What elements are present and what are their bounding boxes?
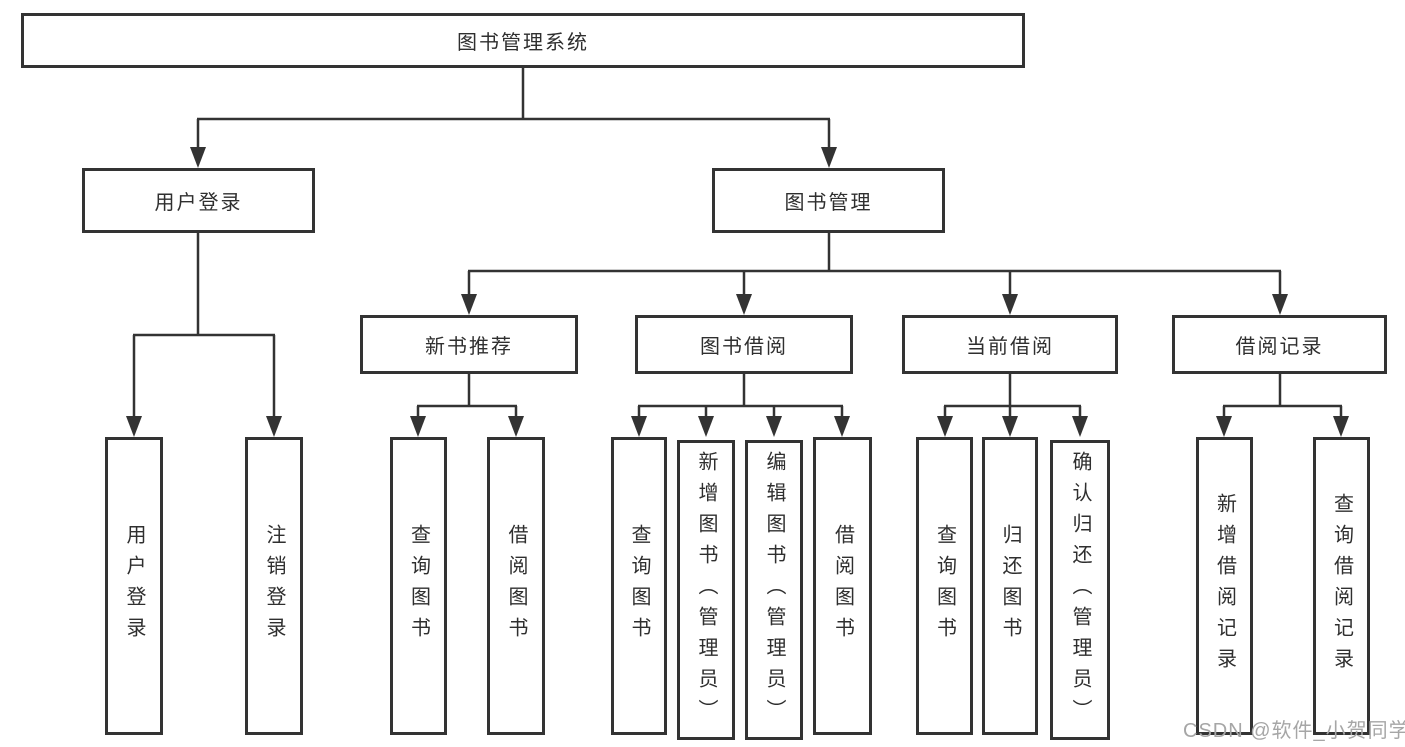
node-new-book-recommendation-label: 新书推荐 — [425, 336, 513, 358]
leaf-logout: 注销登录 — [245, 437, 303, 735]
node-borrowing-records: 借阅记录 — [1172, 315, 1387, 374]
leaf-query-books-borrow-label: 查询图书 — [628, 524, 650, 648]
leaf-add-borrow-record: 新增借阅记录 — [1196, 437, 1253, 735]
node-borrowing-records-label: 借阅记录 — [1235, 336, 1324, 358]
leaf-borrow-books-recommend-label: 借阅图书 — [505, 524, 527, 648]
node-current-borrowing: 当前借阅 — [902, 315, 1118, 374]
leaf-user-login-label: 用户登录 — [123, 524, 145, 648]
node-library-system: 图书管理系统 — [21, 13, 1025, 68]
leaf-add-books-admin: 新增图书（管理员） — [677, 440, 735, 740]
leaf-query-borrow-record-label: 查询借阅记录 — [1330, 493, 1353, 679]
node-user-login-label: 用户登录 — [154, 192, 243, 214]
leaf-edit-books-admin-label: 编辑图书（管理员） — [763, 450, 785, 730]
node-book-management: 图书管理 — [712, 168, 945, 233]
csdn-watermark: CSDN @软件_小贺同学 — [1183, 720, 1405, 742]
leaf-user-login: 用户登录 — [105, 437, 163, 735]
leaf-return-books: 归还图书 — [982, 437, 1038, 735]
leaf-return-books-label: 归还图书 — [999, 524, 1021, 648]
node-book-borrowing-label: 图书借阅 — [700, 336, 788, 358]
node-current-borrowing-label: 当前借阅 — [966, 336, 1054, 358]
leaf-query-books-recommend-label: 查询图书 — [407, 524, 430, 648]
node-book-borrowing: 图书借阅 — [635, 315, 853, 374]
node-book-management-label: 图书管理 — [784, 192, 873, 214]
leaf-logout-label: 注销登录 — [263, 524, 285, 648]
leaf-query-books-current-label: 查询图书 — [933, 524, 956, 648]
leaf-edit-books-admin: 编辑图书（管理员） — [745, 440, 803, 740]
leaf-borrow-books-recommend: 借阅图书 — [487, 437, 545, 735]
node-library-system-label: 图书管理系统 — [457, 32, 589, 54]
node-new-book-recommendation: 新书推荐 — [360, 315, 578, 374]
leaf-add-books-admin-label: 新增图书（管理员） — [695, 450, 717, 730]
leaf-confirm-return-admin-label: 确认归还（管理员） — [1069, 450, 1091, 730]
leaf-query-borrow-record: 查询借阅记录 — [1313, 437, 1370, 735]
leaf-confirm-return-admin: 确认归还（管理员） — [1050, 440, 1110, 740]
leaf-query-books-borrow: 查询图书 — [611, 437, 667, 735]
leaf-query-books-current: 查询图书 — [916, 437, 973, 735]
leaf-borrow-books-label: 借阅图书 — [831, 524, 854, 648]
leaf-query-books-recommend: 查询图书 — [390, 437, 447, 735]
leaf-add-borrow-record-label: 新增借阅记录 — [1213, 493, 1236, 679]
node-user-login: 用户登录 — [82, 168, 315, 233]
leaf-borrow-books: 借阅图书 — [813, 437, 872, 735]
